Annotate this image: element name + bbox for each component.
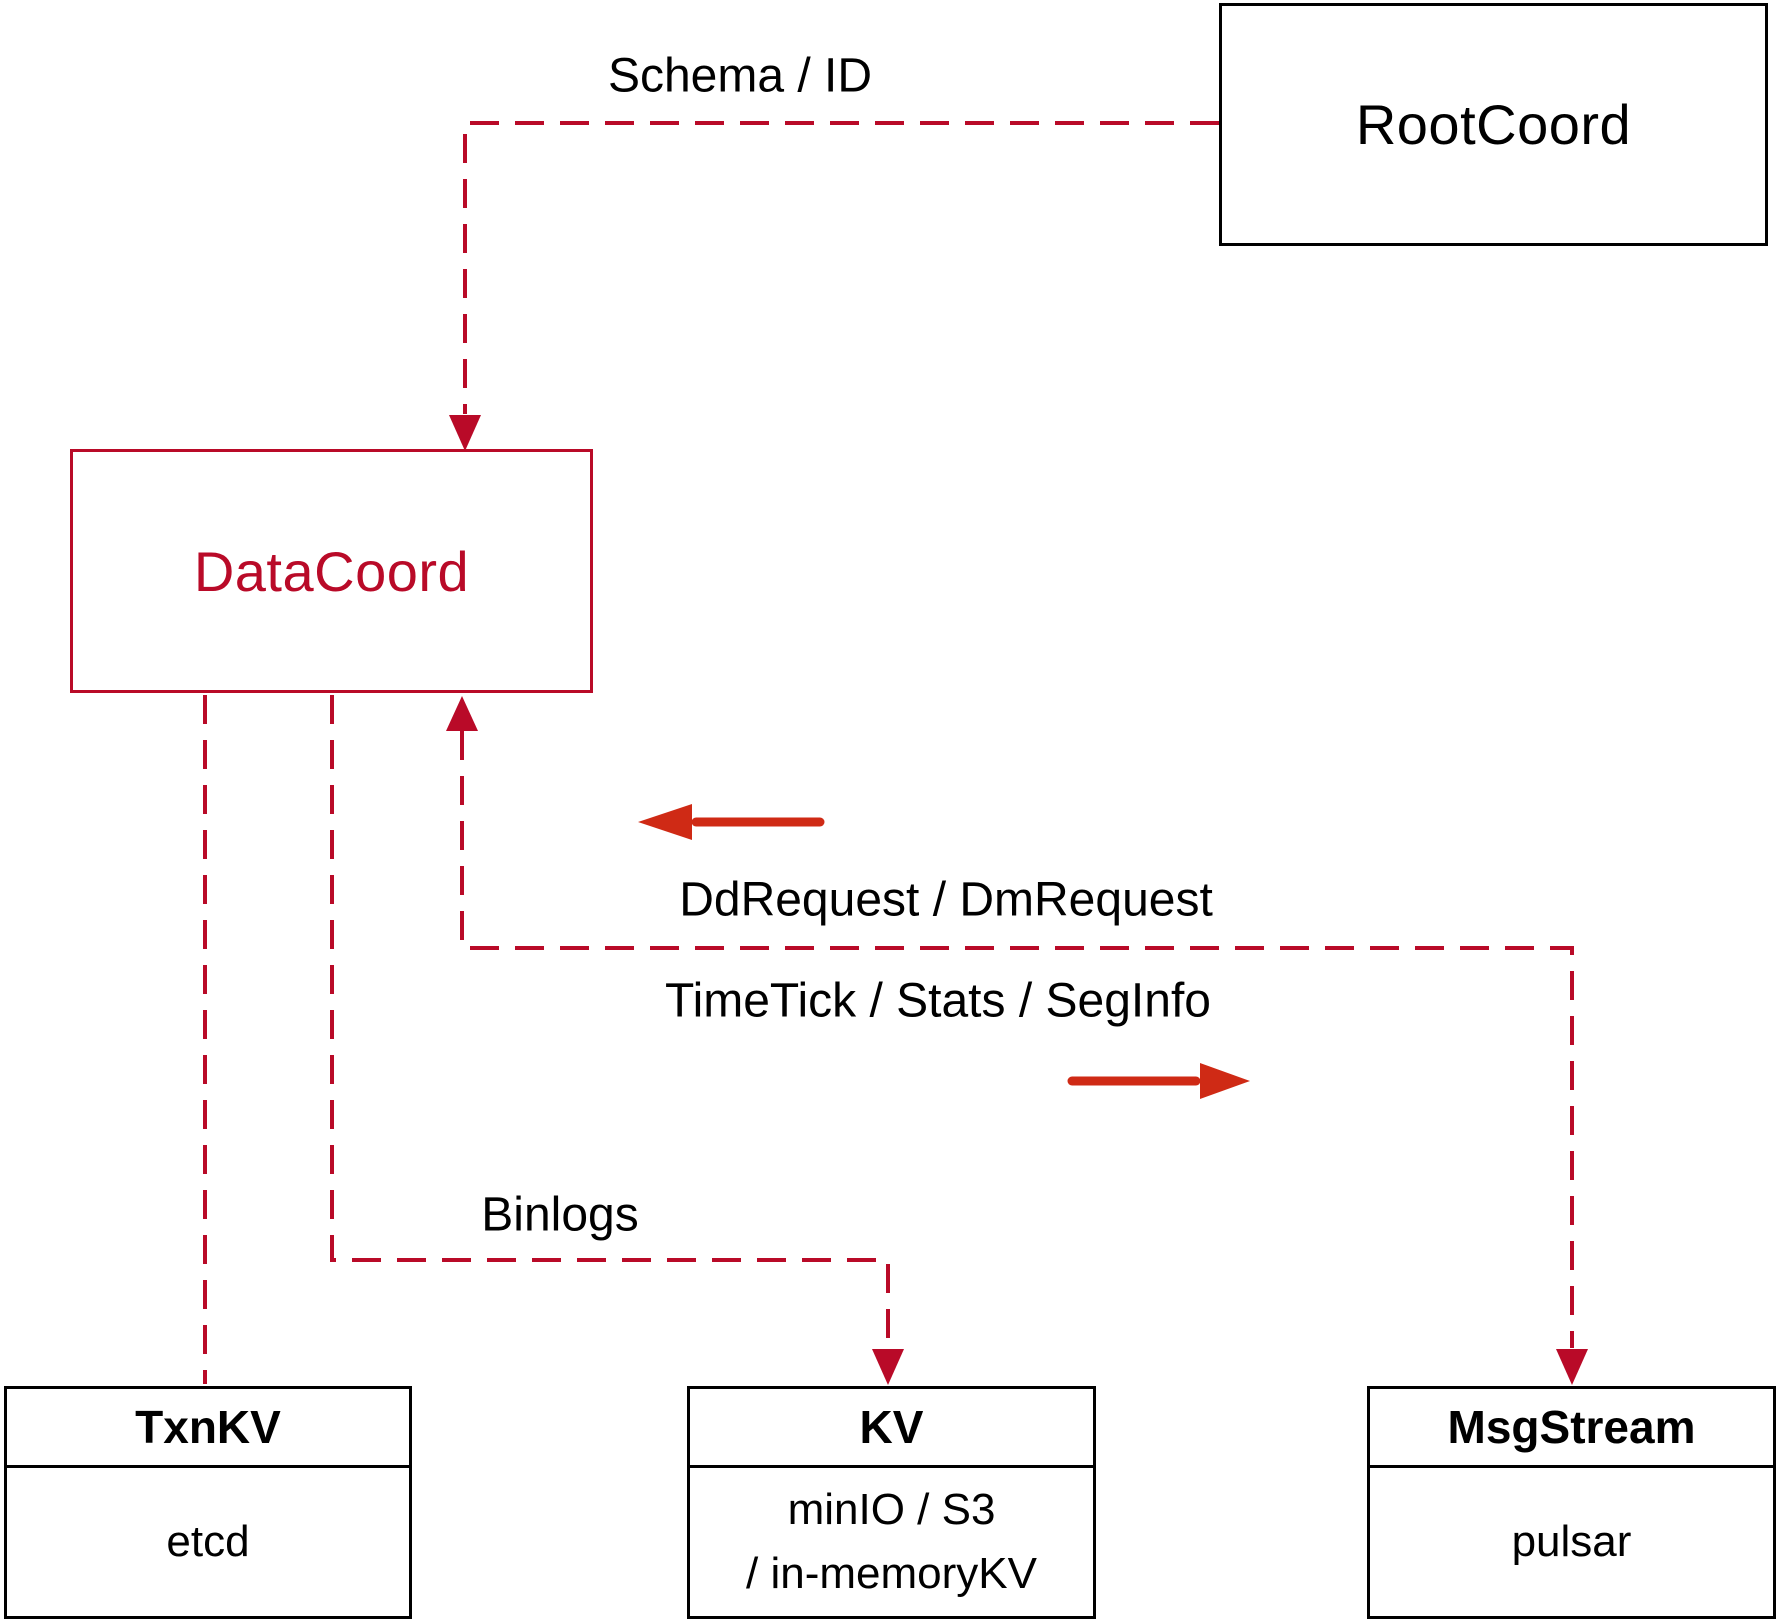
txnkv-title: TxnKV xyxy=(7,1389,409,1468)
edge-label-schema-id: Schema / ID xyxy=(607,49,873,103)
node-datacoord: DataCoord xyxy=(70,449,593,693)
kv-impl-line1: minIO / S3 xyxy=(787,1485,996,1534)
kv-impl-line2: / in-memoryKV xyxy=(746,1549,1037,1598)
edge-datacoord-to-kv-binlogs xyxy=(330,695,890,1348)
direction-arrow-left-icon xyxy=(638,804,825,840)
msgstream-title: MsgStream xyxy=(1370,1389,1773,1468)
edge-datacoord-to-msgstream xyxy=(460,731,1574,1348)
edge-label-timetick: TimeTick / Stats / SegInfo xyxy=(665,974,1211,1028)
msgstream-impl: pulsar xyxy=(1511,1517,1632,1566)
node-rootcoord: RootCoord xyxy=(1219,3,1768,246)
edge-binlogs-arrowhead-down-icon xyxy=(872,1349,904,1385)
node-kv: KV minIO / S3 / in-memoryKV xyxy=(687,1386,1096,1619)
edge-rootcoord-to-datacoord xyxy=(463,121,1219,414)
edge-label-ddrequest: DdRequest / DmRequest xyxy=(679,873,1213,927)
node-txnkv: TxnKV etcd xyxy=(4,1386,412,1619)
txnkv-impl: etcd xyxy=(166,1517,250,1566)
edge-rootcoord-arrowhead-down-icon xyxy=(449,415,481,451)
rootcoord-label: RootCoord xyxy=(1355,93,1632,156)
datacoord-label: DataCoord xyxy=(193,539,470,603)
kv-title: KV xyxy=(690,1389,1093,1468)
edge-label-binlogs: Binlogs xyxy=(481,1188,639,1242)
edge-ddrequest-arrowhead-up-icon xyxy=(446,696,478,731)
edge-msgstream-arrowhead-down-icon xyxy=(1556,1349,1588,1385)
node-msgstream: MsgStream pulsar xyxy=(1367,1386,1776,1619)
direction-arrow-right-icon xyxy=(1067,1063,1250,1099)
